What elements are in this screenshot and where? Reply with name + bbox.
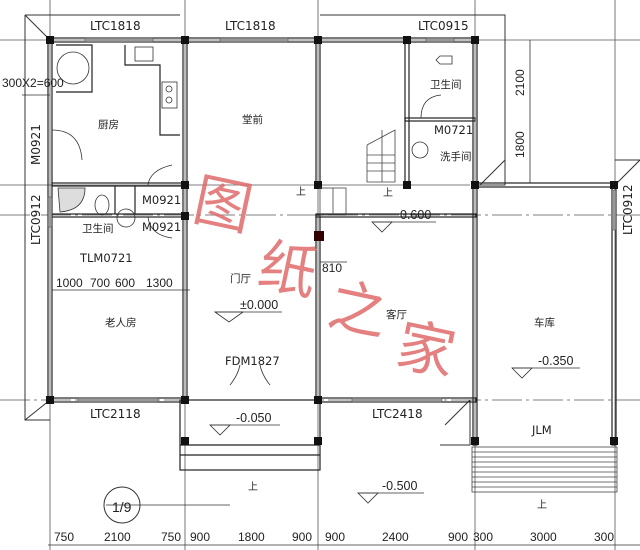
room-foyer: 门厅	[230, 272, 251, 285]
window-label-left-upper: M0921	[29, 124, 43, 165]
window-label-bottom-left: LTC2118	[90, 407, 141, 421]
walls	[47, 37, 617, 471]
stove-icon	[161, 81, 178, 109]
grid-marker-bubble	[103, 486, 230, 524]
garage-ramp	[471, 446, 618, 493]
room-bathroom-right: 卫生间	[430, 78, 462, 91]
svg-text:家: 家	[391, 310, 462, 389]
svg-text:2100: 2100	[104, 530, 131, 544]
door-label-wash: M0721	[434, 123, 473, 137]
dim-stair-width: 810	[322, 261, 342, 275]
eave-outline	[24, 14, 640, 446]
windows	[47, 37, 617, 403]
door-label-bath: TLM0721	[79, 251, 133, 265]
sink-icon	[134, 46, 154, 62]
elevation-garage: -0.350	[538, 354, 573, 368]
watermark: 图 纸 之 家	[188, 165, 462, 389]
svg-text:750: 750	[54, 530, 74, 544]
svg-text:上: 上	[248, 481, 258, 493]
svg-text:1000: 1000	[56, 276, 83, 290]
svg-text:900: 900	[190, 530, 210, 544]
room-living: 客厅	[386, 308, 407, 321]
room-kitchen: 厨房	[98, 118, 119, 131]
svg-text:600: 600	[115, 276, 135, 290]
door-swings	[51, 94, 442, 386]
svg-text:900: 900	[448, 530, 468, 544]
door-labels: M0921 M0921 TLM0721 M0721 FDM1827 JLM	[79, 123, 552, 437]
elevation-exterior: -0.500	[382, 479, 417, 493]
dimension-labels: 300X2=600 810 2100 1800 1000 700 600 130…	[2, 69, 614, 544]
dim-vertical-2100: 2100	[513, 69, 527, 96]
grid-marker-label: 1/9	[112, 499, 132, 515]
svg-text:900: 900	[325, 530, 345, 544]
room-elder: 老人房	[105, 316, 137, 329]
columns	[46, 36, 618, 445]
elevation-landing: 0.600	[400, 208, 431, 222]
room-washroom: 洗手间	[440, 150, 472, 163]
svg-text:1300: 1300	[146, 276, 173, 290]
window-label-top-left: LTC1818	[90, 19, 141, 33]
svg-text:之: 之	[323, 270, 394, 349]
svg-text:300: 300	[594, 530, 614, 544]
svg-text:上: 上	[296, 186, 306, 198]
svg-text:上: 上	[537, 499, 547, 511]
svg-text:300: 300	[473, 530, 493, 544]
toilet-icon	[94, 194, 110, 216]
elevation-markers	[209, 221, 580, 504]
shower-icon	[57, 187, 86, 213]
elevation-porch: -0.050	[236, 411, 271, 425]
interior-stair	[319, 129, 396, 216]
door-label-entrance: FDM1827	[225, 354, 280, 368]
room-labels: 厨房 堂前 卫生间 卫生间 洗手间 门厅 客厅 老人房 车库	[82, 78, 555, 329]
window-labels: LTC1818 LTC1818 LTC0915 LTC2118 LTC2418 …	[29, 19, 635, 421]
svg-text:2400: 2400	[382, 530, 409, 544]
svg-text:纸: 纸	[253, 230, 324, 309]
washer-icon	[56, 51, 90, 85]
room-garage: 车库	[534, 316, 555, 329]
fixtures	[56, 46, 453, 228]
room-bathroom-left: 卫生间	[82, 222, 114, 235]
basin-icon-right	[411, 141, 429, 159]
svg-text:900: 900	[292, 530, 312, 544]
window-label-left-lower: LTC0912	[29, 194, 43, 245]
dim-note: 300X2=600	[2, 76, 64, 90]
door-label-kitchen-1: M0921	[142, 193, 181, 207]
dimension-lines	[22, 40, 640, 546]
window-label-right: LTC0912	[621, 184, 635, 235]
stair-up-labels: 上 上 上 上	[248, 186, 547, 511]
elevation-labels: ±0.000 0.600 -0.350 -0.050 -0.500	[236, 208, 573, 493]
svg-text:750: 750	[161, 530, 181, 544]
svg-text:上: 上	[383, 187, 393, 199]
basin-icon	[116, 208, 136, 228]
door-label-garage: JLM	[531, 423, 552, 437]
elevation-foyer: ±0.000	[240, 298, 278, 312]
svg-text:700: 700	[90, 276, 110, 290]
window-label-top-right: LTC0915	[418, 19, 469, 33]
svg-text:3000: 3000	[530, 530, 557, 544]
window-label-bottom-mid: LTC2418	[372, 407, 423, 421]
svg-text:1800: 1800	[238, 530, 265, 544]
room-storage: 堂前	[242, 113, 263, 126]
toilet-icon-right	[435, 55, 453, 65]
dim-vertical-1800: 1800	[513, 131, 527, 158]
svg-text:图: 图	[188, 165, 259, 244]
door-label-kitchen-2: M0921	[142, 220, 181, 234]
window-label-top-mid: LTC1818	[225, 19, 276, 33]
